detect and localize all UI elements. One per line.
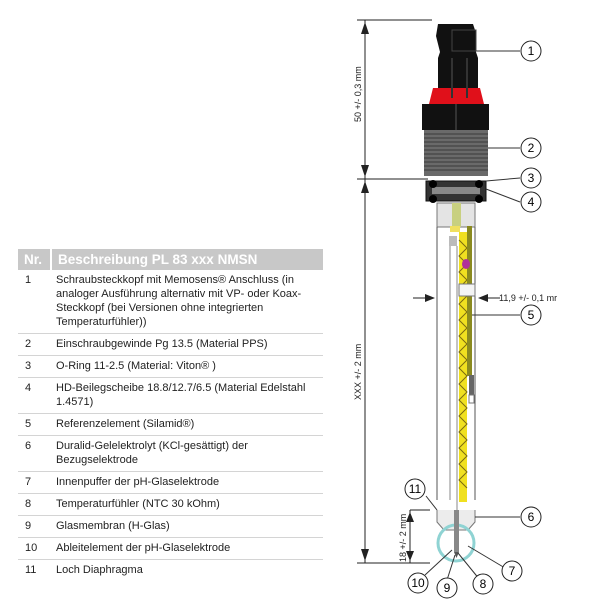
memosens-head (422, 24, 489, 130)
callout-6: 6 (520, 506, 542, 528)
sensor-tip (436, 510, 476, 563)
svg-text:11: 11 (409, 482, 422, 496)
callout-11: 11 (404, 478, 426, 500)
svg-text:1: 1 (528, 44, 535, 58)
washer-oring (425, 180, 487, 203)
table-row: 6 Duralid-Gelelektrolyt (KCl-gesättigt) d… (18, 436, 323, 472)
row-text: Loch Diaphragma (56, 564, 143, 576)
row-text: Schraubsteckkopf mit Memosens® Anschluss… (56, 274, 302, 328)
row-text: Duralid-Gelelektrolyt (KCl-gesättigt) de… (56, 440, 248, 466)
dimension-lines (357, 19, 500, 564)
row-nr: 10 (25, 542, 38, 554)
dim-length-label: XXX +/- 2 mm (353, 344, 363, 400)
table-row: 9 Glasmembran (H-Glas) (18, 516, 323, 538)
table-row: 8 Temperaturfühler (NTC 30 kOhm) (18, 494, 323, 516)
header-nr: Nr. (18, 249, 52, 270)
shaft (436, 202, 476, 520)
dimension-arrows (361, 22, 488, 561)
dimension-labels: 50 +/- 0,3 mm XXX +/- 2 mm 11,9 +/- 0,1 … (353, 66, 557, 562)
row-nr: 6 (25, 440, 32, 452)
dim-tip-label: 18 +/- 2 mm (398, 514, 408, 562)
row-nr: 7 (25, 476, 32, 488)
parts-table: Nr. Beschreibung PL 83 xxx NMSN 1 Schraub… (18, 249, 323, 581)
svg-text:10: 10 (411, 576, 425, 590)
row-text: O-Ring 11-2.5 (Material: Viton® ) (56, 360, 216, 372)
callout-9: 9 (436, 577, 458, 599)
table-row: 4 HD-Beilegscheibe 18.8/12.7/6.5 (Materia… (18, 378, 323, 414)
table-row: 5 Referenzelement (Silamid®) (18, 414, 323, 436)
row-text: HD-Beilegscheibe 18.8/12.7/6.5 (Material… (56, 382, 306, 408)
callout-7: 7 (501, 560, 523, 582)
svg-text:7: 7 (509, 564, 516, 578)
row-text: Glasmembran (H-Glas) (56, 520, 170, 532)
callout-leaders (424, 50, 521, 581)
row-nr: 5 (25, 418, 32, 430)
row-nr: 2 (25, 338, 32, 350)
row-nr: 4 (25, 382, 32, 394)
callout-10: 10 (407, 572, 429, 594)
svg-text:3: 3 (528, 171, 535, 185)
row-nr: 1 (25, 274, 32, 286)
callout-2: 2 (520, 137, 542, 159)
callout-3: 3 (520, 167, 542, 189)
table-row: 2 Einschraubgewinde Pg 13.5 (Material PPS… (18, 334, 323, 356)
thread (424, 130, 488, 176)
svg-text:5: 5 (528, 308, 535, 322)
table-row: 7 Innenpuffer der pH-Glaselektrode (18, 472, 323, 494)
table-row: 1 Schraubsteckkopf mit Memosens® Anschlus… (18, 270, 323, 334)
svg-text:4: 4 (528, 195, 535, 209)
row-text: Referenzelement (Silamid®) (56, 418, 195, 430)
svg-text:9: 9 (444, 581, 451, 595)
row-text: Einschraubgewinde Pg 13.5 (Material PPS) (56, 338, 268, 350)
svg-text:2: 2 (528, 141, 535, 155)
dim-top-label: 50 +/- 0,3 mm (353, 66, 363, 122)
table-row: 3 O-Ring 11-2.5 (Material: Viton® ) (18, 356, 323, 378)
header-description: Beschreibung PL 83 xxx NMSN (58, 252, 258, 267)
row-nr: 8 (25, 498, 32, 510)
table-row: 10 Ableitelement der pH-Glaselektrode (18, 538, 323, 560)
row-text: Ableitelement der pH-Glaselektrode (56, 542, 231, 554)
callout-1: 1 (520, 40, 542, 62)
callouts: 1 2 3 4 5 6 7 8 9 10 11 (404, 40, 542, 599)
table-row: 11 Loch Diaphragma (18, 560, 323, 581)
row-text: Innenpuffer der pH-Glaselektrode (56, 476, 220, 488)
svg-text:8: 8 (480, 577, 487, 591)
row-nr: 3 (25, 360, 32, 372)
svg-text:6: 6 (528, 510, 535, 524)
callout-5: 5 (520, 304, 542, 326)
row-text: Temperaturfühler (NTC 30 kOhm) (56, 498, 220, 510)
table-header: Nr. Beschreibung PL 83 xxx NMSN (18, 249, 323, 270)
callout-8: 8 (472, 573, 494, 595)
row-nr: 9 (25, 520, 32, 532)
row-nr: 11 (25, 564, 37, 576)
callout-4: 4 (520, 191, 542, 213)
dim-diameter-label: 11,9 +/- 0,1 mr (499, 293, 557, 303)
